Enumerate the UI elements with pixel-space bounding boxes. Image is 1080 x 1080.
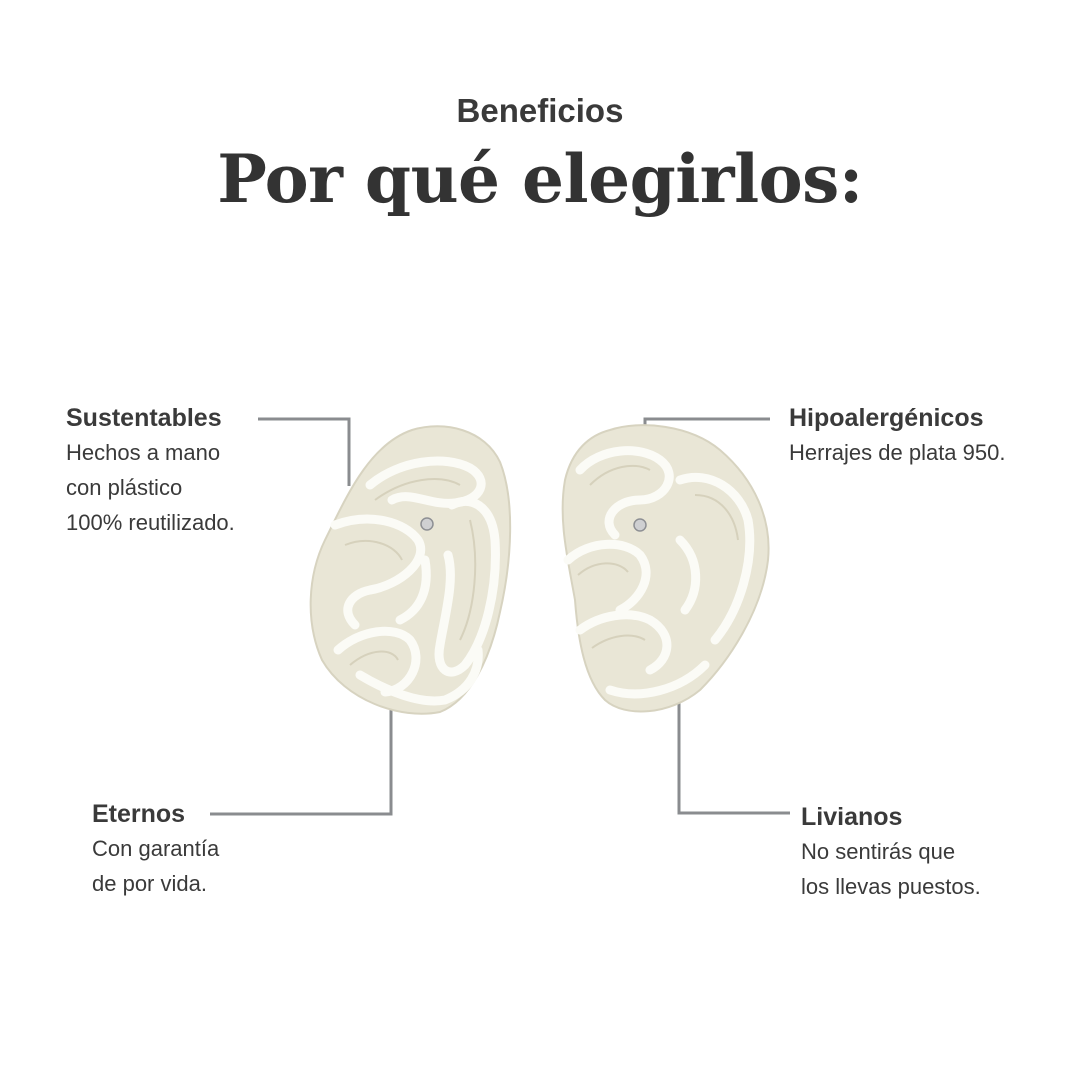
feature-body: Hechos a mano con plástico 100% reutiliz… — [66, 440, 235, 535]
feature-title: Eternos — [92, 800, 186, 828]
left-stud — [420, 517, 434, 531]
feature-body: Con garantía de por vida. — [92, 836, 220, 896]
page-title: Por qué elegirlos: — [217, 140, 863, 218]
feature-hipoalergenicos: Hipoalergénicos Herrajes de plata 950. — [789, 401, 1005, 470]
feature-title: Hipoalergénicos — [789, 404, 984, 432]
connector-eternos — [210, 695, 393, 816]
feature-body: No sentirás que los llevas puestos. — [801, 839, 981, 899]
right-stud — [633, 518, 647, 532]
feature-livianos: Livianos No sentirás que los llevas pues… — [801, 800, 981, 904]
connector-sustentables — [258, 417, 351, 486]
feature-eternos: Eternos Con garantía de por vida. — [92, 797, 219, 901]
feature-title: Livianos — [801, 803, 903, 831]
section-eyebrow: Beneficios — [456, 92, 624, 129]
feature-title: Sustentables — [66, 404, 222, 432]
connector-lines — [210, 417, 790, 816]
connector-livianos — [677, 696, 790, 815]
feature-sustentables: Sustentables Hechos a mano con plástico … — [66, 401, 235, 540]
left-earring — [309, 425, 512, 715]
feature-body: Herrajes de plata 950. — [789, 440, 1006, 465]
right-earring — [561, 424, 770, 713]
